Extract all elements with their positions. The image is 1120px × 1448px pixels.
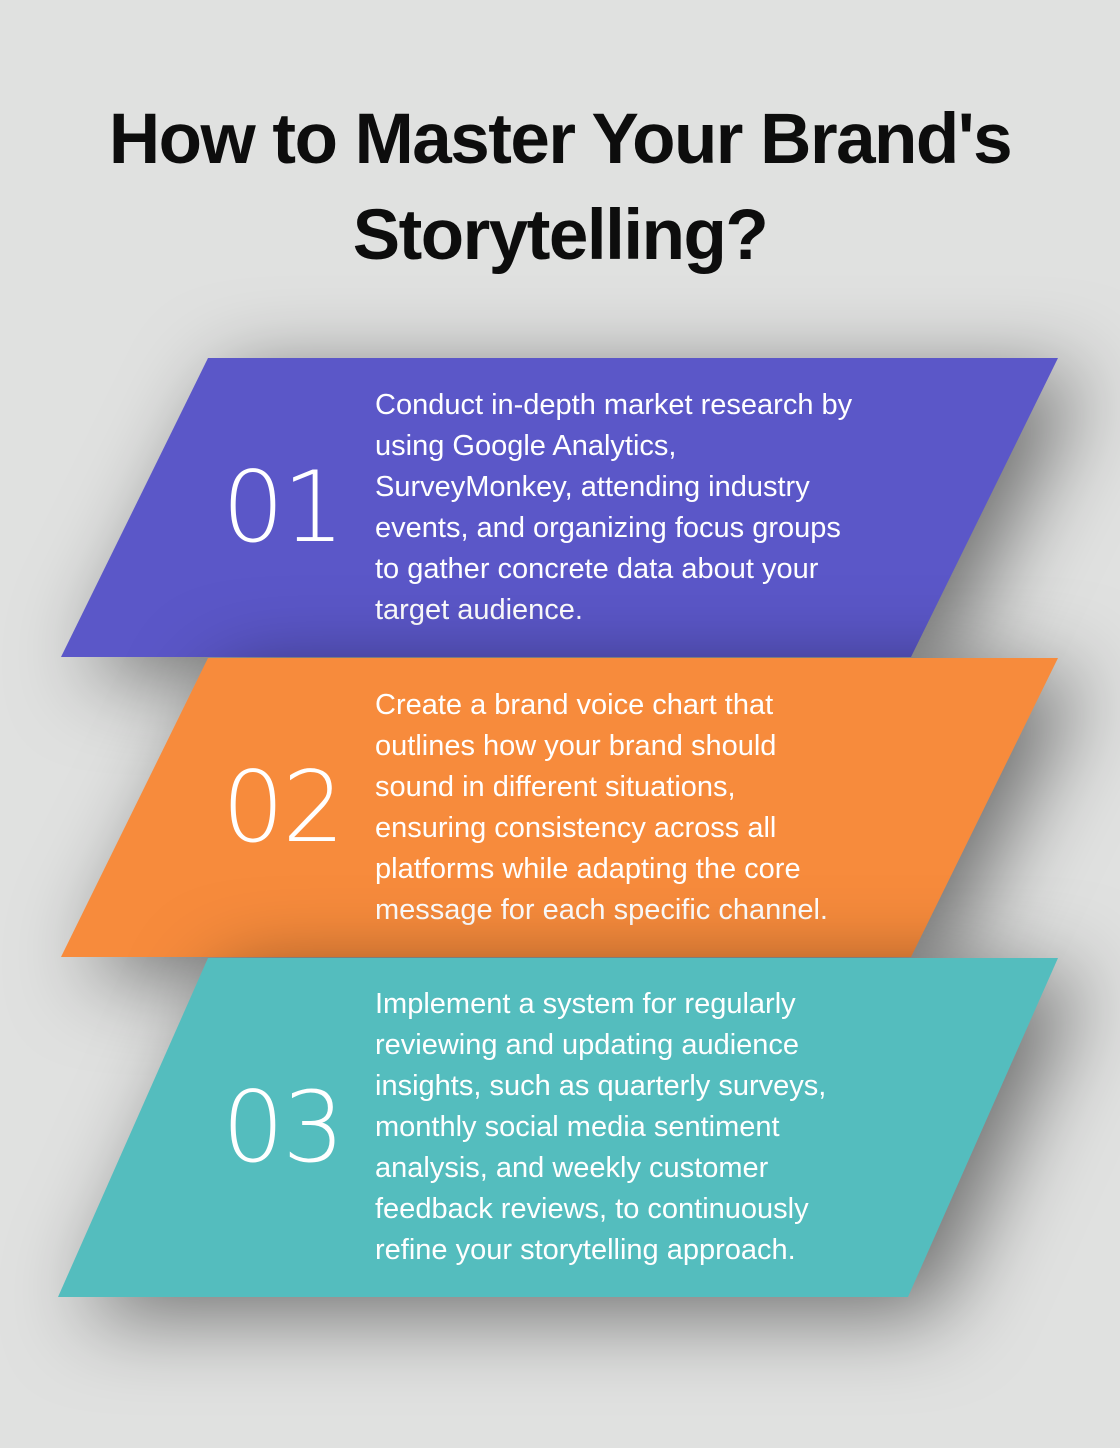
step-03-shape-shadow [0, 958, 1120, 1297]
step-01-number: 01 [222, 450, 345, 565]
step-03-band: 03 Implement a system for regularly revi… [0, 958, 1120, 1297]
step-02-number: 02 [222, 750, 345, 865]
step-01-band: 01 Conduct in-depth market research by u… [0, 358, 1120, 657]
step-03-description: Implement a system for regularly reviewi… [375, 988, 827, 1266]
step-03-number: 03 [222, 1070, 345, 1185]
step-02-content: 02 Create a brand voice chart that outli… [0, 658, 1120, 957]
step-03-content: 03 Implement a system for regularly revi… [0, 958, 1120, 1297]
step-03-parallelogram [58, 958, 1058, 1297]
page-title: How to Master Your Brand's Storytelling? [108, 100, 1013, 275]
step-01-description: Conduct in-depth market research by usin… [375, 388, 853, 626]
step-01-content: 01 Conduct in-depth market research by u… [0, 358, 1120, 657]
step-02-shape-shadow [0, 658, 1120, 957]
step-02-description: Create a brand voice chart that outlines… [375, 688, 828, 926]
step-01-shape-shadow [0, 358, 1120, 657]
step-01-parallelogram [61, 358, 1058, 657]
step-02-parallelogram [61, 658, 1058, 957]
step-02-band: 02 Create a brand voice chart that outli… [0, 658, 1120, 957]
